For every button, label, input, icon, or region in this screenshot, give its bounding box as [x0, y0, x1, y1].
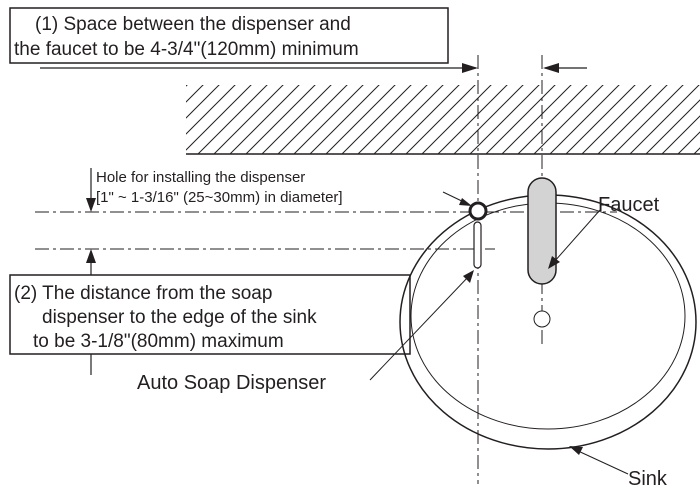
hole-note-line1: Hole for installing the dispenser — [96, 169, 305, 186]
dimension-spacing — [40, 63, 587, 73]
dispenser-leader — [369, 270, 474, 381]
callout-edge-line1: (2) The distance from the soap — [14, 283, 272, 304]
centerlines-horizontal — [35, 211, 617, 250]
soap-dispenser-icon — [473, 221, 482, 269]
sink-label: Sink — [628, 468, 668, 490]
auto-soap-dispenser-label: Auto Soap Dispenser — [137, 372, 326, 394]
dispenser-hole-icon — [468, 201, 488, 221]
hole-note-line2: [1" ~ 1-3/16" (25~30mm) in diameter] — [96, 189, 343, 206]
callout-box-edge-distance: (2) The distance from the soap dispenser… — [9, 274, 411, 355]
callout-spacing-line1: (1) Space between the dispenser and — [35, 14, 351, 35]
hole-leader — [442, 191, 472, 206]
counter-hatch — [186, 85, 700, 155]
callout-box-spacing: (1) Space between the dispenser and the … — [9, 7, 449, 64]
drain-icon — [533, 310, 551, 328]
callout-edge-line3: to be 3-1/8"(80mm) maximum — [33, 331, 284, 352]
faucet-label: Faucet — [598, 194, 660, 216]
callout-spacing-line2: the faucet to be 4-3/4"(120mm) minimum — [14, 39, 359, 60]
faucet-icon — [527, 177, 557, 285]
faucet-leader — [548, 209, 601, 269]
callout-edge-line2: dispenser to the edge of the sink — [42, 307, 317, 328]
sink-leader — [569, 446, 629, 475]
